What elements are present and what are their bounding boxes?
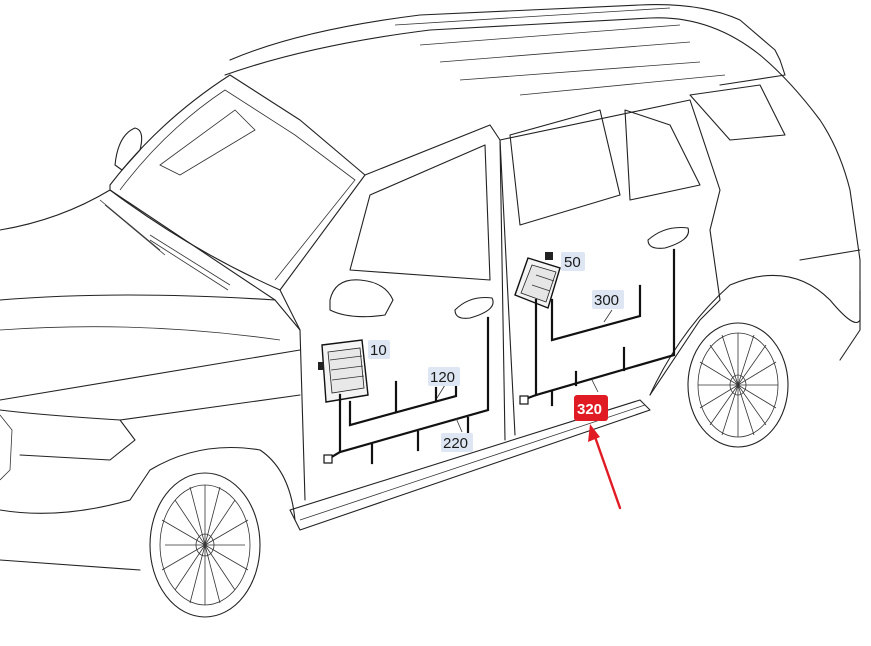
callout-50[interactable]: 50	[561, 252, 585, 271]
callout-label: 320	[577, 401, 602, 418]
callout-label: 120	[430, 369, 455, 386]
harness-front-door	[323, 316, 490, 465]
front-wheel	[149, 472, 261, 618]
callout-label: 10	[370, 342, 387, 359]
callout-10[interactable]: 10	[368, 340, 390, 359]
vehicle-outline	[0, 4, 861, 571]
callout-300[interactable]: 300	[592, 290, 624, 309]
highlight-arrow	[588, 424, 622, 510]
callout-220[interactable]: 220	[441, 433, 473, 452]
leader-lines	[436, 309, 613, 433]
control-unit-rear	[514, 252, 561, 309]
control-unit-front	[318, 339, 369, 403]
harness-rear-door	[519, 248, 676, 407]
callout-120[interactable]: 120	[428, 367, 460, 386]
callout-320-highlighted[interactable]: 320	[574, 395, 608, 421]
callout-label: 220	[443, 435, 468, 452]
callout-label: 50	[564, 254, 581, 271]
callout-label: 300	[594, 292, 619, 309]
rear-wheel	[687, 322, 789, 448]
